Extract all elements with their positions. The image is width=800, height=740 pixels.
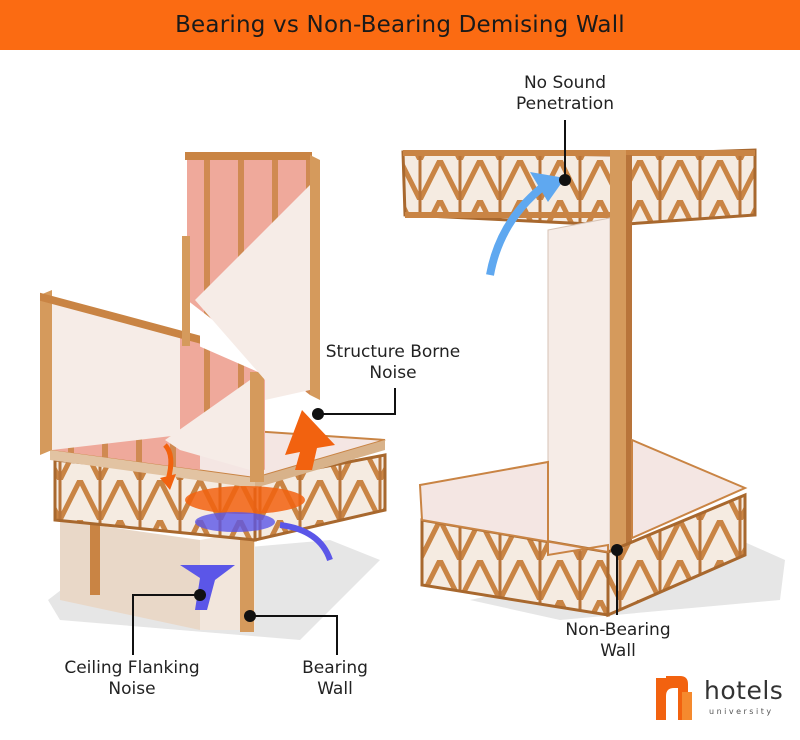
hotels-university-logo: hotels university [652,670,792,730]
non-bearing-wall-assembly [401,148,785,620]
bearing-wall-assembly [40,152,387,640]
structure-borne-arrows [160,410,335,514]
logo-word: hotels [704,676,784,705]
callout-leaders [132,120,623,655]
upper-wall-back [182,152,320,400]
upper-wall-left [40,290,200,470]
logo-mark-icon [656,676,692,720]
non-bearing-wall [547,150,632,580]
upper-truss-right [401,148,757,227]
label-structure-borne-noise: Structure Borne Noise [325,342,461,383]
label-bearing-wall: Bearing Wall [302,658,368,699]
bearing-wall-lower [60,520,255,632]
upper-wall-center [165,340,265,482]
label-no-sound-penetration: No Sound Penetration [516,73,614,114]
lower-truss-right [418,438,748,618]
label-non-bearing-wall: Non-Bearing Wall [565,620,671,661]
page-title: Bearing vs Non-Bearing Demising Wall [175,12,625,38]
logo-subtitle: university [709,707,774,716]
no-sound-arrow [486,172,565,276]
label-ceiling-flanking-noise: Ceiling Flanking Noise [64,658,200,699]
title-bar: Bearing vs Non-Bearing Demising Wall [0,0,800,50]
ceiling-flanking-arrows [180,512,333,610]
